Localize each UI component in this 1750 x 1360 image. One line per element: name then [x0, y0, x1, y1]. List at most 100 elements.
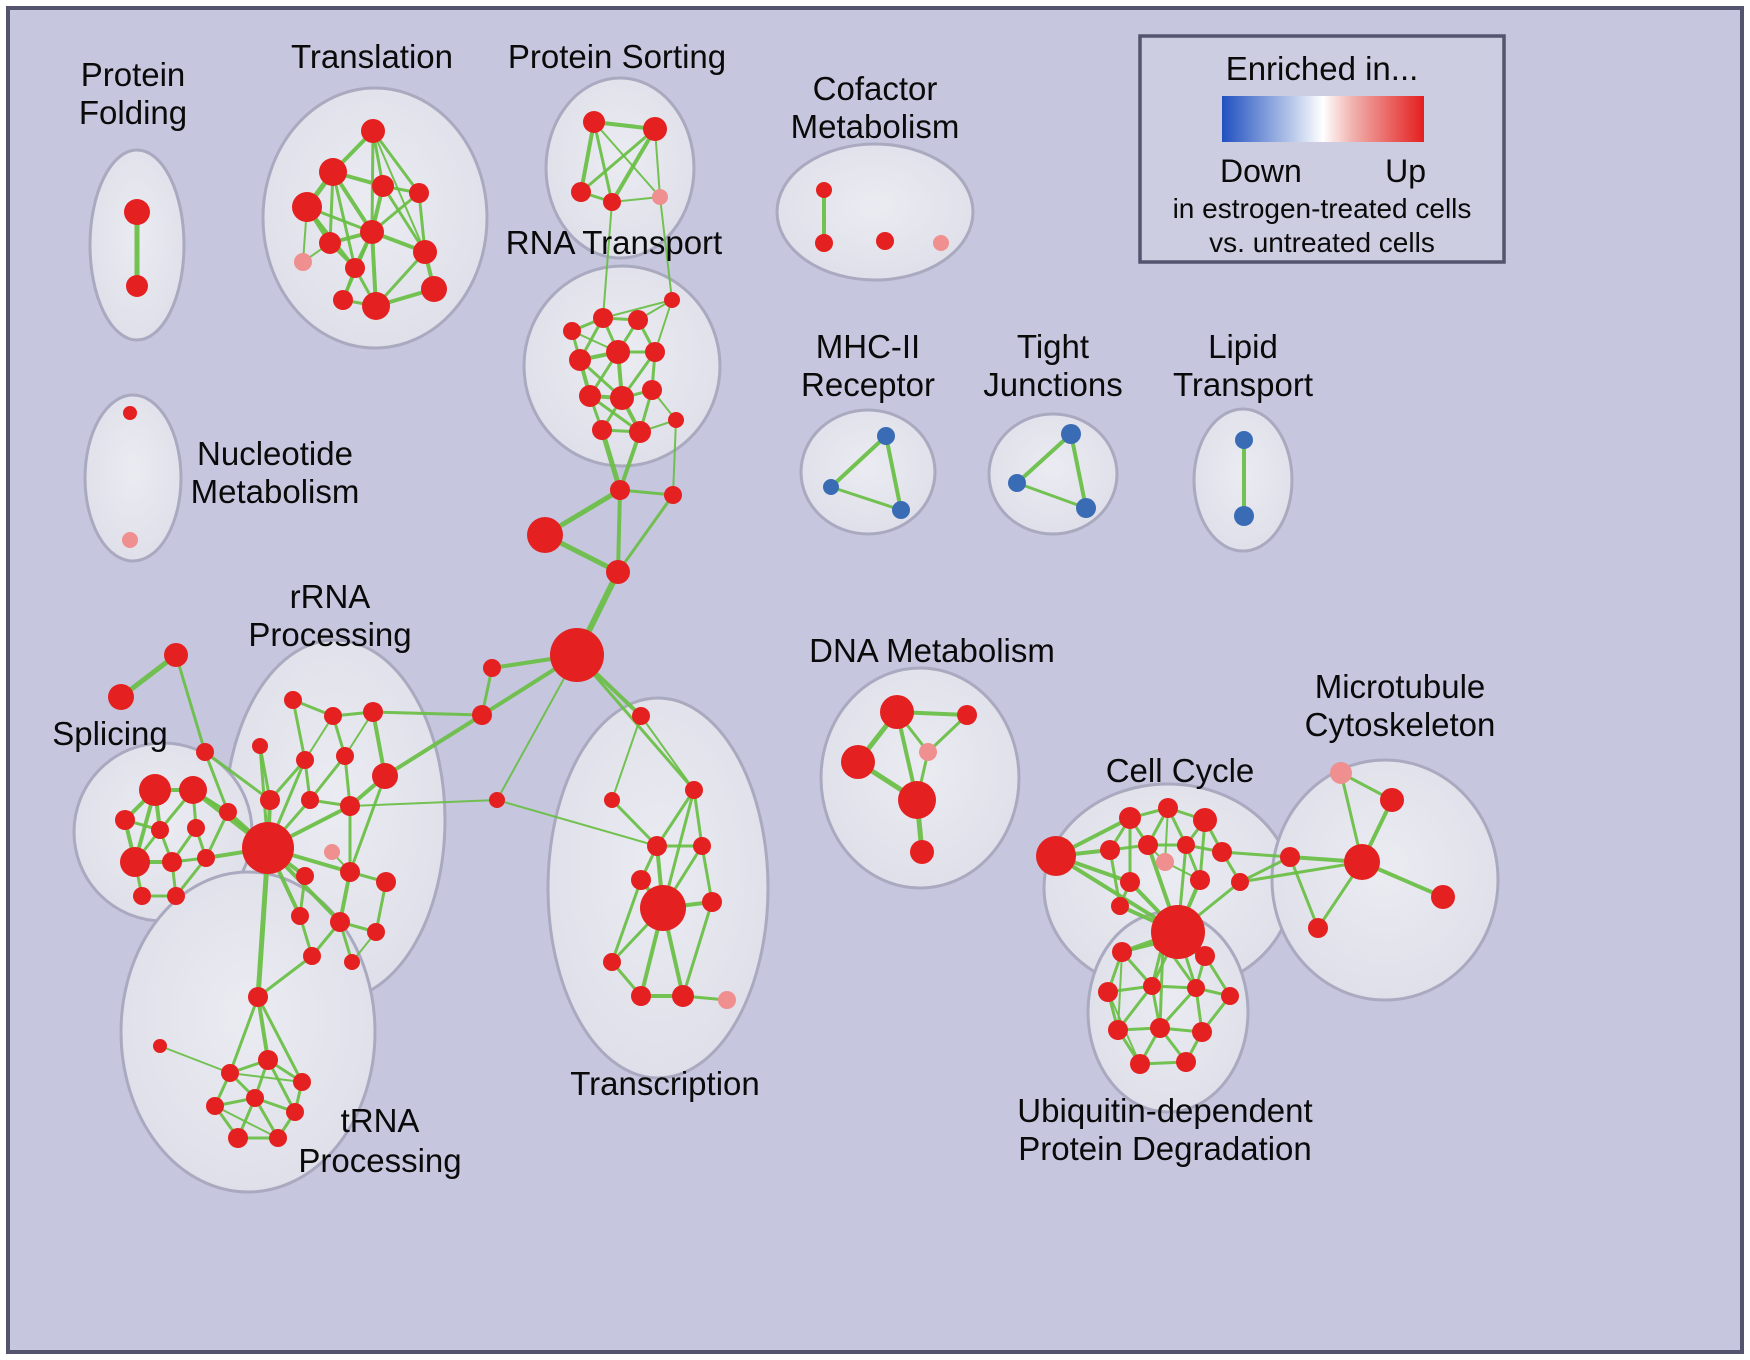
- network-node-tl2: [319, 158, 347, 186]
- network-edge-rr7-rr14: [348, 774, 387, 874]
- network-node-tl10: [413, 240, 437, 264]
- network-node-cn6: [483, 659, 501, 677]
- legend-up-label: Up: [1385, 153, 1426, 189]
- network-node-tl12: [362, 292, 390, 320]
- cluster-ellipse-rna-transport: [522, 264, 722, 468]
- network-node-rr9: [301, 791, 319, 809]
- network-node-tx5: [693, 837, 711, 855]
- network-node-rr18: [367, 923, 385, 941]
- network-edge-tp1-tp2: [228, 995, 260, 1075]
- network-node-cn2: [527, 517, 563, 553]
- network-node-sp3: [115, 810, 135, 830]
- network-node-tx11: [672, 985, 694, 1007]
- network-node-mc5: [1431, 885, 1455, 909]
- network-node-rr19: [303, 947, 321, 965]
- legend-down-label: Down: [1220, 153, 1302, 189]
- legend-caption-line2: vs. untreated cells: [1209, 227, 1435, 258]
- network-node-tp7: [286, 1103, 304, 1121]
- network-node-rr7: [372, 763, 398, 789]
- network-node-ub7: [1221, 987, 1239, 1005]
- network-node-mc3: [1280, 847, 1300, 867]
- network-node-tl8: [294, 253, 312, 271]
- network-edge-cn7-rr7: [383, 713, 484, 778]
- network-node-rr11: [242, 822, 294, 874]
- network-node-ub9: [1150, 1018, 1170, 1038]
- network-node-mh3: [892, 501, 910, 519]
- network-node-mh1: [877, 427, 895, 445]
- network-node-cnt2: [108, 684, 134, 710]
- network-node-rt5: [569, 349, 591, 371]
- network-node-tp5: [206, 1097, 224, 1115]
- network-nodes-layer: [108, 111, 1455, 1148]
- network-edge-rt13-cn4: [672, 419, 677, 496]
- network-node-sp11: [167, 887, 185, 905]
- network-node-cc1: [1036, 836, 1076, 876]
- network-node-rt11: [592, 420, 612, 440]
- network-node-mc1: [1330, 762, 1352, 784]
- network-node-tl3: [292, 192, 322, 222]
- network-edge-cn7-rr3: [371, 710, 484, 717]
- network-node-dm4: [919, 743, 937, 761]
- network-node-rr14: [340, 862, 360, 882]
- network-node-lt2: [1234, 506, 1254, 526]
- network-node-cn1: [610, 480, 630, 500]
- network-node-ub4: [1098, 982, 1118, 1002]
- network-edge-cnt3-rr8: [203, 750, 272, 802]
- network-edge-ps4-rt2: [602, 201, 613, 319]
- network-edge-rt11-cn1: [599, 427, 623, 493]
- network-node-rt8: [579, 385, 601, 407]
- network-node-ub10: [1192, 1022, 1212, 1042]
- network-edge-tl1-tl5: [371, 129, 421, 195]
- network-node-sp7: [120, 847, 150, 877]
- network-edge-ps1-ps5: [593, 121, 661, 198]
- network-node-ps4: [603, 193, 621, 211]
- network-node-tx3: [604, 792, 620, 808]
- network-node-cm3: [876, 232, 894, 250]
- network-node-rr13: [296, 867, 314, 885]
- cluster-label-splicing: Splicing: [52, 715, 168, 752]
- network-node-sp2: [179, 776, 207, 804]
- network-edge-tp1-tp4: [256, 995, 304, 1084]
- network-node-rr10: [340, 796, 360, 816]
- legend-gradient-bar: [1222, 96, 1424, 142]
- network-node-tx8: [702, 892, 722, 912]
- network-node-cn4: [664, 486, 682, 504]
- network-node-mc4: [1344, 844, 1380, 880]
- network-edge-tp1-tp3: [256, 995, 270, 1062]
- network-node-rr12: [324, 844, 340, 860]
- network-edge-ps2-ps3: [579, 127, 657, 194]
- cluster-ellipse-tight-junctions: [987, 412, 1119, 536]
- network-edge-ps2-ps4: [610, 127, 657, 204]
- network-node-tx2: [685, 781, 703, 799]
- network-node-cn7: [472, 705, 492, 725]
- legend-caption-line1: in estrogen-treated cells: [1173, 193, 1472, 224]
- cluster-label-translation: Translation: [291, 38, 453, 75]
- network-node-cn3: [606, 560, 630, 584]
- network-node-ps5: [652, 189, 668, 205]
- network-node-cc9: [1156, 853, 1174, 871]
- cluster-label-cell-cycle: Cell Cycle: [1106, 752, 1255, 789]
- network-node-dm3: [841, 745, 875, 779]
- network-edge-tp2-tp10: [159, 1045, 231, 1074]
- network-node-tx10: [631, 986, 651, 1006]
- network-node-rt7: [645, 342, 665, 362]
- network-node-tl4: [372, 175, 394, 197]
- network-node-tl13: [333, 290, 353, 310]
- network-edge-cnt1-cnt3: [174, 653, 207, 754]
- network-node-mc6: [1308, 918, 1328, 938]
- network-node-dm2: [957, 705, 977, 725]
- network-edge-tx8-tx11: [681, 900, 714, 998]
- network-node-cn5: [550, 628, 604, 682]
- network-node-cc12: [1231, 873, 1249, 891]
- network-node-sp6: [219, 803, 237, 821]
- network-node-ub12: [1176, 1052, 1196, 1072]
- network-node-tl11: [421, 276, 447, 302]
- network-node-tx12: [718, 991, 736, 1009]
- network-node-sp4: [151, 821, 169, 839]
- network-node-tp3: [258, 1050, 278, 1070]
- network-edge-tp5-tp9: [214, 1105, 279, 1139]
- network-edge-tx2-tx4: [655, 788, 696, 848]
